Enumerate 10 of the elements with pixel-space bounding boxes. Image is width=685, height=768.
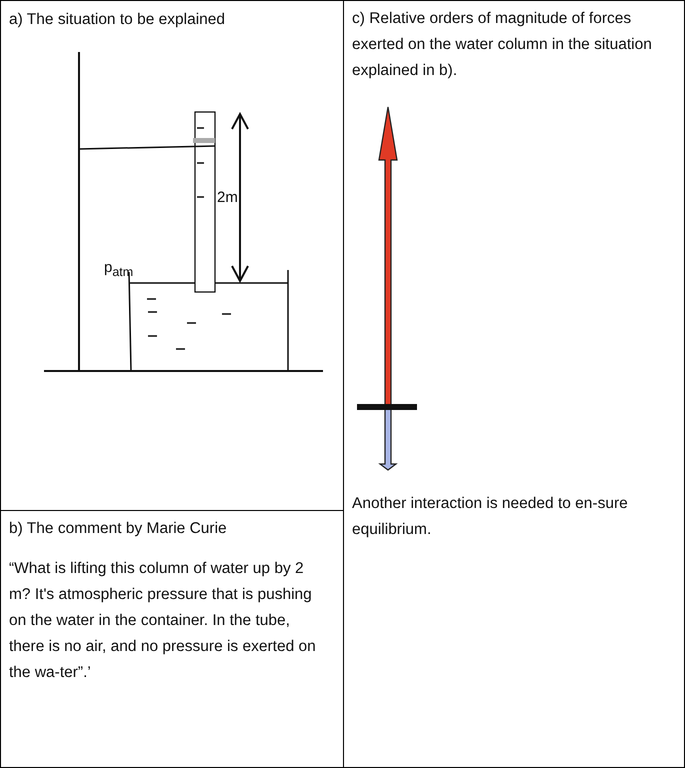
dimension-label: 2m (217, 189, 238, 206)
panel-heading: a) The situation to be explained (9, 10, 226, 30)
panel-heading: c) Relative orders of magnitude of forces exerted on the water column in the situation explained in b). (352, 9, 653, 81)
table-cell (0, 510, 344, 768)
pressure-label: p$_{atm}$ (104, 259, 134, 279)
note-text: Another interaction is needed to en-sure equilibrium. (352, 494, 629, 540)
panel-heading: b) The comment by Marie Curie (9, 519, 228, 539)
table-cell (343, 0, 685, 768)
table-cell (0, 0, 344, 511)
quote-text: “What is lifting this column of water up by 2 m? It's atmospheric pressure that is pushing on the water in the container. In the tube, there is no air, and no pressure is exerted on the wa-ter”.’ (9, 559, 317, 683)
